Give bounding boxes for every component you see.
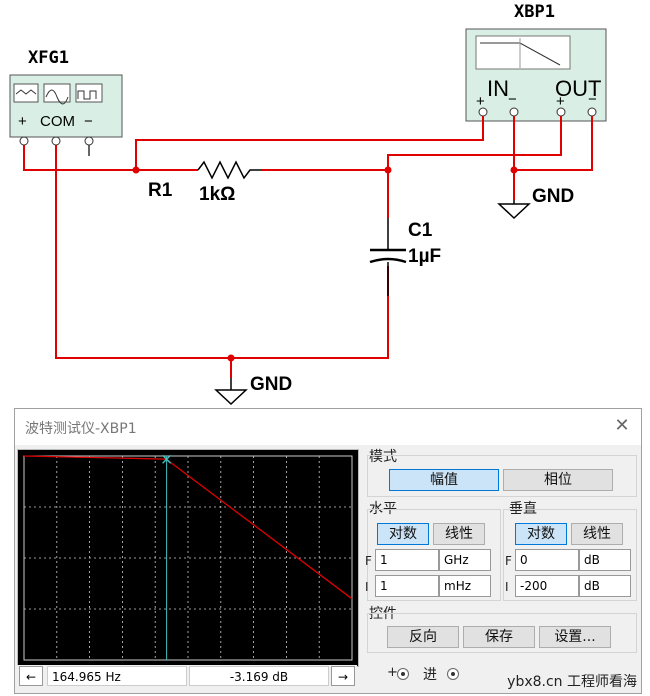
window-title: 波特测试仪-XBP1 — [25, 421, 137, 437]
bp-out-minus: − — [588, 91, 597, 108]
fg-name: XFG1 — [28, 48, 69, 68]
in-label: 进 — [423, 667, 437, 683]
bode-plot — [23, 454, 353, 661]
schematic: XFG1 + COM − XBP1 IN OUT + − + − — [9, 2, 607, 406]
in-plus-terminal[interactable] — [397, 668, 409, 680]
fg-terminal-minus: − — [84, 113, 93, 130]
vertical-final-unit[interactable]: dB — [579, 549, 631, 571]
horizontal-linear-button[interactable]: 线性 — [433, 523, 485, 545]
watermark: ybx8.cn 工程师看海 — [507, 674, 637, 690]
vertical-initial-input[interactable]: -200 — [515, 575, 579, 597]
triangle-wave-icon — [15, 89, 37, 95]
cursor-gain: -3.169 dB — [189, 666, 329, 686]
horizontal-log-button[interactable]: 对数 — [377, 523, 429, 545]
vertical-initial-unit[interactable]: dB — [579, 575, 631, 597]
bode-plotter-window: 波特测试仪-XBP1 ✕ ← 164.965 Hz -3.169 dB → 模式… — [14, 408, 642, 694]
horizontal-group — [367, 509, 501, 601]
cursor-frequency: 164.965 Hz — [47, 666, 187, 686]
function-generator[interactable]: + COM − — [9, 74, 123, 138]
horizontal-final-unit[interactable]: GHz — [439, 549, 491, 571]
cursor-marker — [162, 454, 172, 464]
vertical-final-label: F — [505, 554, 512, 568]
c1-value: 1µF — [408, 246, 441, 267]
c1-name: C1 — [408, 220, 433, 241]
vertical-initial-label: I — [505, 580, 509, 594]
gnd-label-right: GND — [532, 186, 574, 207]
save-button[interactable]: 保存 — [463, 626, 535, 648]
vertical-final-input[interactable]: 0 — [515, 549, 579, 571]
resistor-r1[interactable] — [197, 160, 262, 180]
vertical-log-button[interactable]: 对数 — [515, 523, 567, 545]
vertical-linear-button[interactable]: 线性 — [571, 523, 623, 545]
phase-button[interactable]: 相位 — [503, 469, 613, 491]
in-plus-label: + — [387, 665, 398, 680]
horizontal-initial-label: I — [365, 580, 369, 594]
square-wave-icon — [77, 90, 97, 100]
vertical-group — [503, 509, 637, 601]
ground-symbol-right — [497, 200, 531, 220]
close-icon[interactable]: ✕ — [614, 415, 630, 436]
cursor-right-button[interactable]: → — [331, 666, 355, 686]
settings-button[interactable]: 设置... — [539, 626, 611, 648]
cursor-readout: ← 164.965 Hz -3.169 dB → — [17, 665, 357, 687]
bp-in-minus: − — [508, 91, 517, 108]
ground-symbol-bottom — [214, 378, 248, 406]
fg-terminal-plus: + — [18, 113, 27, 130]
r1-value: 1kΩ — [199, 184, 235, 205]
bp-out-plus: + — [556, 93, 565, 110]
controls-group — [367, 613, 637, 653]
gnd-label-bottom: GND — [250, 374, 292, 395]
title-bar[interactable]: 波特测试仪-XBP1 ✕ — [15, 409, 641, 445]
mode-label: 模式 — [369, 449, 397, 465]
horizontal-initial-input[interactable]: 1 — [375, 575, 439, 597]
bp-name: XBP1 — [514, 2, 555, 22]
in-minus-terminal[interactable] — [447, 668, 459, 680]
fg-terminal-com: COM — [40, 113, 75, 130]
wires — [23, 116, 593, 378]
capacitor-c1[interactable] — [369, 218, 407, 296]
horizontal-initial-unit[interactable]: mHz — [439, 575, 491, 597]
controls-label: 控件 — [369, 606, 397, 622]
plot-area[interactable] — [17, 449, 359, 667]
horizontal-final-input[interactable]: 1 — [375, 549, 439, 571]
bp-out-label: OUT — [555, 76, 601, 101]
bode-plotter[interactable]: IN OUT + − + − — [465, 28, 607, 122]
horizontal-final-label: F — [365, 554, 372, 568]
magnitude-button[interactable]: 幅值 — [389, 469, 499, 491]
r1-name: R1 — [148, 180, 173, 201]
mode-group — [367, 455, 637, 497]
sine-wave-icon — [45, 89, 69, 105]
bp-in-plus: + — [476, 93, 485, 110]
cursor-left-button[interactable]: ← — [19, 666, 43, 686]
bp-in-label: IN — [487, 76, 509, 101]
reverse-button[interactable]: 反向 — [387, 626, 459, 648]
